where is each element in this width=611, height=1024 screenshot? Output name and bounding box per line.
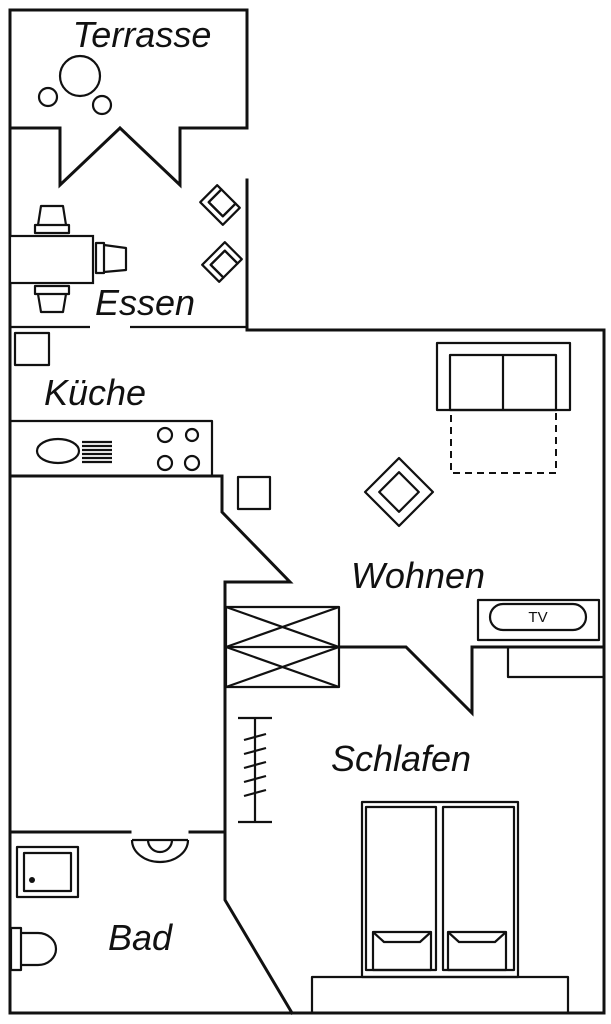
armchairs bbox=[199, 184, 243, 283]
living-sideboard bbox=[506, 647, 604, 679]
room-label-bathroom: Bad bbox=[108, 917, 173, 958]
room-label-bedroom: Schlafen bbox=[331, 738, 471, 779]
tv-label: TV bbox=[528, 609, 547, 626]
living-armchair bbox=[363, 456, 435, 528]
sofa bbox=[435, 341, 572, 412]
tv-stand: TV bbox=[476, 598, 601, 642]
kitchen-cabinet bbox=[13, 331, 51, 367]
kitchen-counter bbox=[8, 419, 214, 478]
terrace-door bbox=[8, 125, 249, 189]
shower bbox=[15, 845, 80, 899]
dining-table bbox=[8, 234, 95, 285]
toilet bbox=[9, 926, 58, 972]
sofa-bed-extension bbox=[450, 409, 557, 474]
living-cabinet bbox=[236, 475, 272, 511]
bedroom-door bbox=[337, 645, 606, 717]
clothes-rail bbox=[238, 716, 272, 824]
wardrobe bbox=[224, 605, 341, 689]
room-label-living: Wohnen bbox=[351, 555, 485, 596]
dining-chairs bbox=[33, 204, 128, 314]
room-label-kitchen: Küche bbox=[44, 372, 146, 413]
room-label-terrace: Terrasse bbox=[73, 14, 212, 55]
terrace-table-set bbox=[37, 54, 113, 116]
double-bed bbox=[310, 800, 570, 1015]
room-label-dining: Essen bbox=[95, 282, 195, 323]
